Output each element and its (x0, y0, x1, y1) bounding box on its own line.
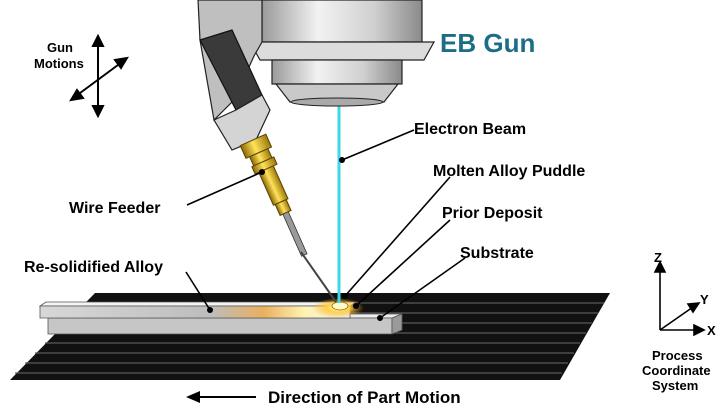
axis-x-label: X (707, 323, 716, 338)
eb-gun (248, 0, 436, 107)
axis-y-label: Y (700, 292, 709, 307)
label-wire-feeder: Wire Feeder (69, 200, 160, 217)
leader-lines (185, 129, 466, 319)
axis-z-label: Z (654, 250, 662, 265)
direction-label: Direction of Part Motion (268, 388, 461, 405)
gun-motions-line2: Motions (34, 56, 84, 71)
diagram-title: EB Gun (440, 28, 535, 58)
coord-system-line2: Coordinate (642, 363, 711, 378)
label-molten-alloy-puddle: Molten Alloy Puddle (433, 163, 585, 180)
coord-system-line1: Process (652, 348, 703, 363)
gun-motions-line1: Gun (47, 40, 73, 55)
direction-arrow-icon (186, 391, 256, 403)
wire-feeder-arm (197, 0, 271, 151)
label-electron-beam: Electron Beam (414, 121, 526, 138)
deposit-bar (38, 301, 358, 319)
gun-motion-arrows-icon (69, 33, 129, 119)
coord-system-line3: System (652, 378, 698, 393)
wire (300, 251, 337, 303)
label-prior-deposit: Prior Deposit (442, 205, 543, 222)
label-substrate: Substrate (460, 245, 534, 262)
coordinate-axes-icon (653, 260, 706, 337)
wire-feeder-nozzle (239, 133, 308, 257)
label-resolidified-alloy: Re-solidified Alloy (24, 259, 163, 276)
